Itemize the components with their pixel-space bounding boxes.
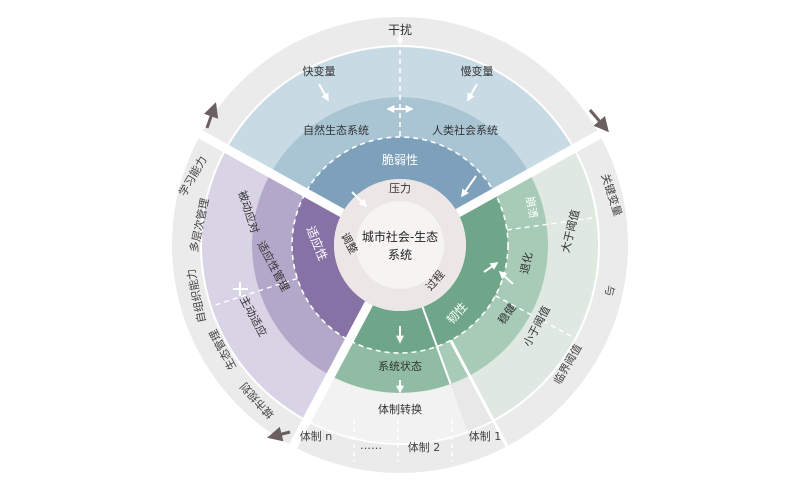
sector-layers	[202, 46, 598, 443]
bottom-bands	[307, 340, 493, 443]
outer-right-mid-label: 与	[602, 284, 617, 297]
regime-1-label: 体制 1	[469, 429, 502, 443]
pressure-in-arrow	[351, 191, 368, 208]
collapse-in-arrow	[461, 175, 477, 198]
purple-sector-inner	[292, 192, 370, 341]
regime-shift-band	[307, 375, 468, 443]
purple-sector-mid	[251, 173, 350, 376]
center-disc	[356, 201, 444, 289]
left-top-spoke	[196, 129, 345, 217]
outer-top-label: 干扰	[388, 23, 412, 37]
separator-spokes	[196, 129, 604, 451]
green-sector-mid	[330, 173, 548, 393]
slow-to-human-arrow	[467, 83, 478, 102]
left-top-arrow	[203, 102, 219, 129]
natural-eco-system-label: 自然生态系统	[303, 123, 369, 137]
system-state-label: 系统状态	[378, 359, 422, 373]
fast-to-natural-arrow	[318, 83, 329, 102]
bottom-spoke	[288, 301, 373, 451]
human-social-system-label: 人类社会系统	[432, 123, 498, 137]
green-sector-outer	[307, 149, 598, 443]
regime-divider	[449, 339, 510, 449]
regime-n-label: 体制 n	[300, 429, 332, 443]
collapse-label: 崩溃	[523, 195, 541, 219]
fast-variable-label: 快变量	[303, 64, 336, 78]
system-state-band	[330, 340, 451, 393]
outer-ring-arrows	[203, 102, 609, 442]
degradation-label: 退化	[517, 251, 535, 275]
regime-shift-label: 体制转换	[378, 402, 422, 416]
dashed-inner-ring	[291, 136, 509, 354]
regime-band-edge	[450, 375, 493, 432]
regime-ellipsis-label: ……	[360, 439, 382, 452]
right-top-spoke	[455, 129, 604, 217]
slow-variable-label: 慢变量	[461, 64, 494, 78]
flow-arrows	[233, 32, 514, 394]
green-divider-1	[506, 216, 597, 231]
blue-sector-mid	[270, 97, 530, 193]
green-divider-2	[495, 295, 576, 339]
purple-divider	[211, 277, 298, 307]
vulnerability-label: 脆弱性	[382, 152, 418, 167]
purple-sector-outer	[202, 149, 331, 420]
bottom-left-arrow	[267, 426, 291, 442]
dashed-guides	[211, 50, 597, 462]
blue-sector-outer	[226, 46, 574, 174]
degradation-arrow	[483, 262, 499, 273]
center-title-line2: 系统	[388, 248, 412, 262]
right-top-arrow	[588, 109, 609, 133]
center-title-line1: 城市社会-生态	[362, 229, 438, 244]
inner-bottom-spoke	[421, 306, 452, 385]
green-sector-inner	[349, 192, 509, 353]
regime-2-label: 体制 2	[408, 440, 441, 454]
robust-arrow	[498, 270, 514, 285]
pressure-label: 压力	[389, 182, 411, 195]
